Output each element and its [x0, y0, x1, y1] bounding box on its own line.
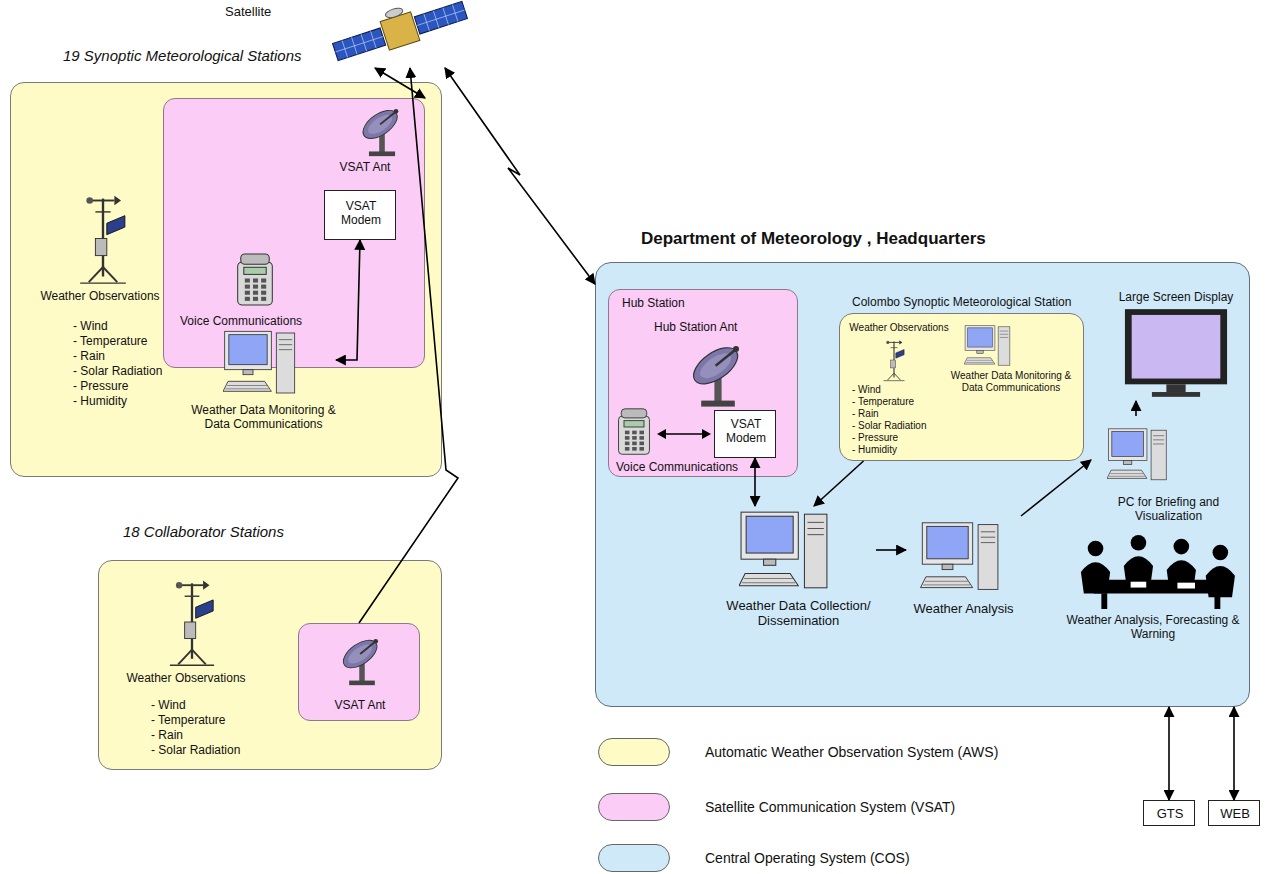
node-label: Satellite — [225, 4, 271, 19]
station-panel: 18 Collaborator StationsWeather Observat… — [98, 560, 442, 770]
computer-icon — [1107, 419, 1169, 491]
gts-box: GTS — [1143, 800, 1195, 826]
node-label: Voice Communications — [616, 460, 738, 474]
node-label: - Solar Radiation — [852, 420, 926, 432]
weather-station-icon — [880, 338, 908, 382]
legend-swatch — [598, 793, 670, 821]
connector-arrow — [814, 461, 864, 506]
monitoring-pc: Weather Data Monitoring & Data Communica… — [942, 322, 1080, 402]
node-label: Voice Communications — [180, 314, 302, 328]
node-label: Weather Data Monitoring & Data Communica… — [191, 403, 336, 431]
satellite-icon — [330, 0, 470, 62]
vsat-antenna-icon — [332, 632, 392, 687]
node-label: - Humidity — [73, 394, 127, 408]
node-label: VSAT Modem — [336, 199, 386, 227]
weather-station-icon — [73, 191, 133, 286]
connector-arrow — [876, 549, 906, 551]
node-label: - Rain — [73, 349, 105, 363]
node-heading: Department of Meteorology , Headquarters — [641, 229, 986, 249]
weather-station-icon — [163, 576, 221, 668]
connector-arrow — [445, 68, 595, 284]
monitoring-pc: Weather Data Monitoring & Data Communica… — [191, 327, 336, 445]
observation-station: Weather Observations- Wind- Temperature-… — [121, 573, 251, 763]
node-label: Weather Observations — [121, 671, 251, 685]
connector-arrow — [1021, 460, 1091, 516]
connector-arrow — [375, 68, 425, 98]
analysis-pc: Weather Analysis — [906, 516, 1021, 626]
computer-icon — [223, 329, 298, 397]
connector-arrow — [359, 68, 458, 623]
node-label: VSAT Ant — [320, 160, 410, 174]
node-label: - Humidity — [852, 444, 897, 456]
briefing-pc: PC for Briefing and Visualization — [1091, 416, 1246, 526]
node-label: PC for Briefing and Visualization — [1091, 495, 1246, 523]
headquarters-panel: Department of Meteorology , Headquarters… — [595, 262, 1250, 707]
double-arrow — [657, 428, 711, 440]
node-label: - Solar Radiation — [151, 743, 240, 757]
legend-swatch — [598, 738, 670, 766]
node-label: VSAT Ant — [299, 698, 421, 712]
node-label: Weather Observations — [37, 289, 163, 303]
collection-pc: Weather Data Collection/ Dissemination — [721, 506, 876, 636]
connector-arrow — [1135, 401, 1137, 416]
node-label: - Pressure — [73, 379, 128, 393]
node-label: VSAT Modem — [721, 417, 771, 445]
legend-label: Automatic Weather Observation System (AW… — [705, 744, 998, 761]
modem-box: VSAT Modem — [324, 190, 396, 240]
node-label: GTS — [1144, 806, 1196, 821]
vsat-panel: VSAT Ant — [298, 623, 420, 721]
connector-arrow — [336, 240, 360, 360]
node-label: - Pressure — [852, 432, 898, 444]
node-label: - Wind — [73, 319, 108, 333]
node-label: - Rain — [852, 408, 879, 420]
legend-swatch — [598, 844, 670, 872]
node-label: - Solar Radiation — [73, 364, 162, 378]
node-label: - Wind — [852, 384, 881, 396]
node-heading: 18 Collaborator Stations — [123, 523, 284, 541]
computer-icon — [964, 324, 1012, 368]
node-label: - Rain — [151, 728, 183, 742]
modem-box: VSAT Modem — [714, 410, 776, 458]
node-label: Weather Analysis — [906, 601, 1021, 616]
web-box: WEB — [1208, 800, 1260, 826]
computer-icon — [919, 521, 1003, 593]
colombo-station-panel: Colombo Synoptic Meteorological StationW… — [839, 313, 1084, 461]
node-label: Large Screen Display — [1113, 290, 1239, 304]
observation-station: Weather Observations- Wind- Temperature-… — [37, 186, 163, 411]
forecasting-team: Weather Analysis, Forecasting & Warning — [1063, 531, 1243, 646]
vsat-panel: VSAT AntVoice Communications VSAT Modem — [163, 98, 425, 368]
node-label: - Temperature — [852, 396, 914, 408]
connector-arrow — [1233, 707, 1235, 800]
node-heading: 19 Synoptic Meteorological Stations — [63, 47, 301, 65]
node-label: - Temperature — [73, 334, 147, 348]
telephone-icon — [234, 252, 276, 308]
node-label: WEB — [1209, 806, 1261, 821]
station-panel: 19 Synoptic Meteorological StationsVSAT … — [10, 82, 442, 477]
people-icon — [1071, 531, 1239, 609]
legend-label: Satellite Communication System (VSAT) — [705, 799, 955, 816]
hub-station-panel: Hub StationHub Station AntVoice Communic… — [608, 289, 798, 477]
vsat-antenna-icon — [674, 337, 762, 409]
telephone-icon — [614, 407, 654, 457]
connector-arrow — [754, 458, 756, 506]
display-icon — [1123, 307, 1229, 399]
node-label: - Wind — [151, 698, 186, 712]
node-label: Weather Observations — [844, 322, 954, 334]
node-heading: Colombo Synoptic Meteorological Station — [852, 295, 1071, 309]
computer-icon — [739, 509, 831, 593]
large-screen-display: Large Screen Display — [1113, 289, 1239, 401]
legend-label: Central Operating System (COS) — [705, 850, 910, 867]
vsat-antenna-icon — [352, 102, 412, 158]
node-label: Weather Data Collection/ Dissemination — [721, 598, 876, 629]
node-label: Weather Analysis, Forecasting & Warning — [1063, 613, 1243, 641]
connector-arrow — [1168, 707, 1170, 800]
node-label: Hub Station — [622, 296, 685, 310]
node-label: - Temperature — [151, 713, 225, 727]
node-label: Hub Station Ant — [654, 320, 737, 334]
observation-station: Weather Observations- Wind- Temperature-… — [844, 320, 954, 460]
node-label: Weather Data Monitoring & Data Communica… — [942, 370, 1080, 394]
